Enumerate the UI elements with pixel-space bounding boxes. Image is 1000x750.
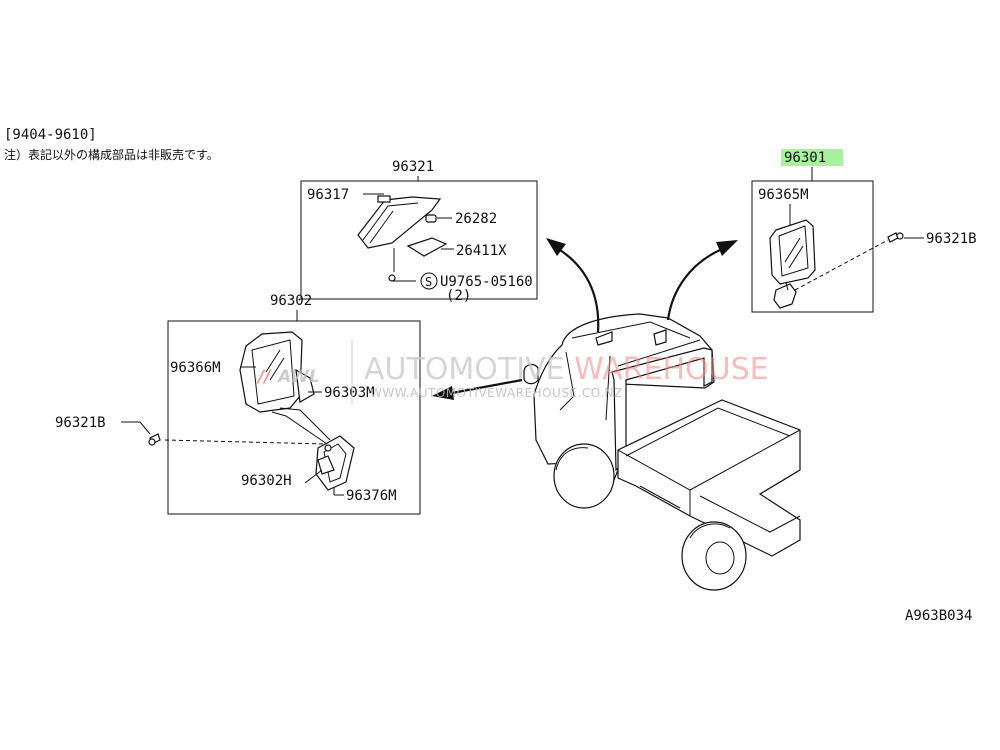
arrow-to-left-mirror [432,386,454,400]
room-mirror-illustration [357,195,448,282]
right-screw-label[interactable]: 96321B [926,231,977,247]
diagram-code: A963B034 [905,608,972,624]
left-screw-label[interactable]: 96321B [55,415,106,431]
watermark-logo-slashes: // [256,367,272,387]
right-mirror-label-1[interactable]: 96365M [758,187,809,203]
left-mirror-label-1[interactable]: 96366M [170,360,221,376]
left-mirror-part-number[interactable]: 96302 [270,293,312,309]
room-mirror-label-3[interactable]: 26411X [456,243,507,259]
arrow-to-room-mirror [546,238,566,256]
arrow-to-right-mirror [716,240,738,256]
room-mirror-label-4-qty: (2) [446,288,471,304]
watermark-url: WWW.AUTOMOTIVEWAREHOUSE.CO.NZ [370,386,623,400]
room-mirror-label-2[interactable]: 26282 [455,211,497,227]
right-mirror-group: 96301 96365M [751,149,889,313]
left-mirror-group: 96302 96366M 96303M 96302H 96376M [164,293,421,515]
screw-symbol: S [425,275,432,289]
room-mirror-label-4[interactable]: U9765-05160 [440,274,533,290]
left-mirror-label-4[interactable]: 96376M [346,488,397,504]
left-mirror-illustration [239,331,355,491]
right-mirror-illustration [769,219,816,309]
highlight-box [781,149,843,166]
watermark-name-a: AUTOMOTIVE WAREHOUSE [364,352,769,387]
left-mirror-box [167,320,421,515]
left-mirror-label-3[interactable]: 96302H [241,473,292,489]
left-screw-group: 96321B [55,415,161,446]
room-mirror-group: 96321 96317 26282 26411X S U9765-05160 [300,159,538,304]
truck-illustration [523,313,801,591]
watermark: // AWL AUTOMOTIVE WAREHOUSE WWW.AUTOMOTI… [256,340,769,404]
callout-arrows [432,238,738,400]
watermark-logo-text: AWL [276,367,320,387]
room-mirror-part-number[interactable]: 96321 [392,159,434,175]
room-mirror-box [300,180,538,300]
right-screw-group: 96321B [887,231,977,247]
right-mirror-box [751,180,874,313]
screw-symbol-circle [420,272,438,290]
note-text: 注）表記以外の構成部品は非販売です。 [4,147,219,162]
date-range: [9404-9610] [4,127,97,143]
room-mirror-label-1[interactable]: 96317 [307,187,349,203]
left-mirror-label-2[interactable]: 96303M [324,385,375,401]
right-mirror-part-number[interactable]: 96301 [784,150,826,166]
